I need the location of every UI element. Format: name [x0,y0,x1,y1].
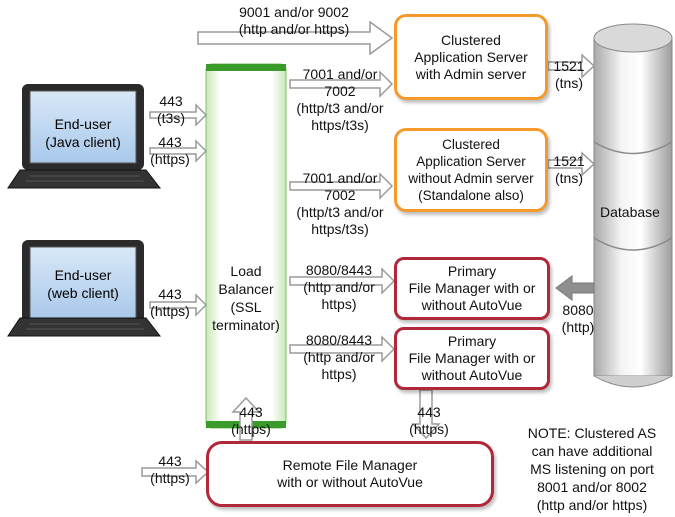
arrow-remote-in [141,459,210,485]
label-remote-lb: 443 (https) [231,404,271,437]
arrow-remote-lb [231,396,261,441]
arrow-web-443 [149,293,208,317]
app-server-admin-box: Clustered Application Server with Admin … [394,14,548,100]
label-fm2-remote: 443 (https) [409,404,449,437]
label-lb-fm2: 8080/8443 (http and/or https) [303,332,375,382]
label-lb-admin: 7001 and/or 7002 (http/t3 and/or https/t… [296,66,384,133]
file-manager-primary-2-box: Primary File Manager with or without Aut… [394,327,550,390]
arrow-lb-admin [289,70,394,98]
arrow-lb-fm2 [289,335,396,363]
java-client-label: End-user (Java client) [45,116,121,150]
database-label: Database [600,204,660,220]
arrow-standalone-db [547,151,596,177]
arrow-java-443-t3s [149,103,208,127]
label-db-fm1: 8080 (http) [561,302,595,335]
arrow-fm2-remote [411,389,441,440]
database-cylinder [593,23,673,388]
laptop-java-client [7,84,162,189]
file-manager-primary-1-box: Primary File Manager with or without Aut… [394,257,550,320]
arrow-lb-fm1 [289,267,396,295]
connector-arrows [141,20,596,485]
label-java-443-https: 443 (https) [150,134,190,167]
load-balancer-shape [205,63,287,429]
label-remote-in: 443 (https) [150,453,190,486]
remote-file-manager-box: Remote File Manager with or without Auto… [206,441,494,507]
label-lb-standalone: 7001 and/or 7002 (http/t3 and/or https/t… [296,170,384,237]
app-server-standalone-box: Clustered Application Server without Adm… [394,128,548,212]
arrow-lb-standalone [289,172,394,200]
web-client-label: End-user (web client) [47,267,119,301]
label-admin-db: 1521 (tns) [553,58,585,91]
laptop-web-client [7,240,162,337]
label-standalone-db: 1521 (tns) [553,153,585,186]
label-java-443-t3s: 443 (t3s) [157,93,185,126]
note-text: NOTE: Clustered AS can have additional M… [527,425,657,513]
arrow-top-ports [197,20,394,56]
arrow-admin-db [547,53,596,79]
label-top-ports: 9001 and/or 9002 (http and/or https) [238,4,350,37]
arrow-db-fm1 [555,275,595,301]
label-lb-fm1: 8080/8443 (http and/or https) [303,262,375,312]
load-balancer-label: Load Balancer (SSL terminator) [212,263,280,333]
arrow-java-443-https [149,139,208,163]
label-web-443-https: 443 (https) [150,286,190,319]
